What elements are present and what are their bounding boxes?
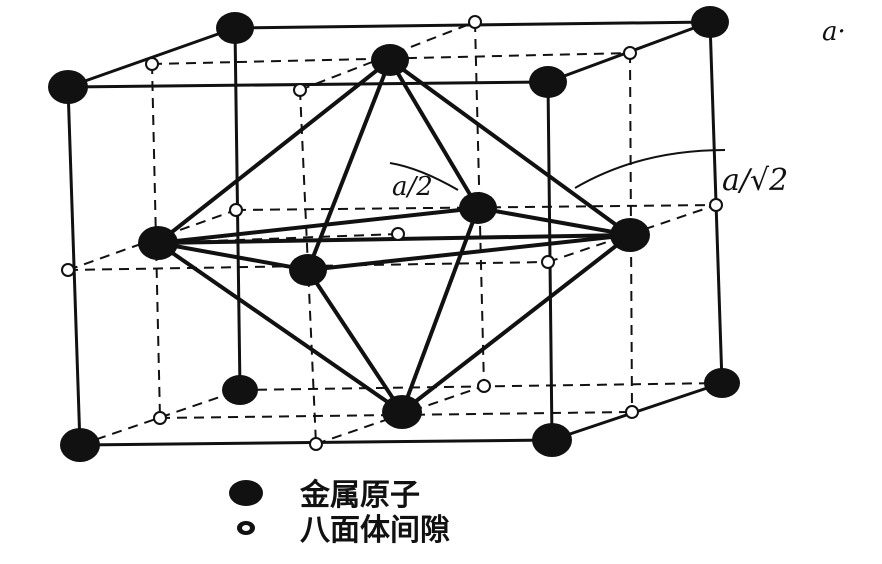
legend-metal-atom-icon bbox=[229, 480, 263, 506]
octahedral-void bbox=[309, 437, 323, 451]
metal-atom bbox=[610, 218, 650, 252]
metal-atom bbox=[704, 368, 740, 398]
metal-atom bbox=[532, 423, 572, 457]
octahedral-void bbox=[477, 379, 491, 393]
corner-label: a· bbox=[822, 17, 846, 47]
octahedral-void bbox=[709, 198, 723, 212]
metal-atom bbox=[459, 192, 497, 224]
octahedral-void bbox=[293, 83, 307, 97]
octahedral-voids bbox=[61, 15, 723, 451]
metal-atom bbox=[529, 66, 567, 98]
metal-atom bbox=[382, 395, 422, 429]
octahedral-void bbox=[391, 227, 405, 241]
metal-atom bbox=[691, 6, 729, 38]
metal-atom bbox=[371, 44, 409, 76]
half-edge-label: a/2 bbox=[392, 172, 433, 202]
metal-atom bbox=[216, 12, 254, 44]
octahedral-void bbox=[229, 203, 243, 217]
metal-atom bbox=[138, 226, 178, 260]
metal-atom bbox=[60, 428, 100, 462]
octahedral-void bbox=[623, 46, 637, 60]
octahedral-void bbox=[153, 411, 167, 425]
octahedron-edges bbox=[156, 58, 632, 414]
metal-atom bbox=[48, 70, 88, 104]
metal-atom bbox=[289, 254, 327, 286]
legend-octahedral-void-label: 八面体间隙 bbox=[300, 513, 450, 548]
metal-atom bbox=[222, 375, 258, 405]
octahedral-void bbox=[468, 15, 482, 29]
legend: 金属原子 八面体间隙 bbox=[229, 478, 450, 548]
octahedral-void bbox=[625, 405, 639, 419]
octahedral-void bbox=[61, 263, 75, 277]
octahedral-void bbox=[145, 57, 159, 71]
dimension-guides bbox=[389, 149, 726, 191]
octahedral-void bbox=[541, 255, 555, 269]
diagonal-label: a/√2 bbox=[722, 163, 788, 198]
legend-metal-atom-label: 金属原子 bbox=[299, 478, 420, 513]
legend-octahedral-void-icon-center bbox=[242, 525, 250, 531]
metal-atoms bbox=[48, 6, 740, 462]
